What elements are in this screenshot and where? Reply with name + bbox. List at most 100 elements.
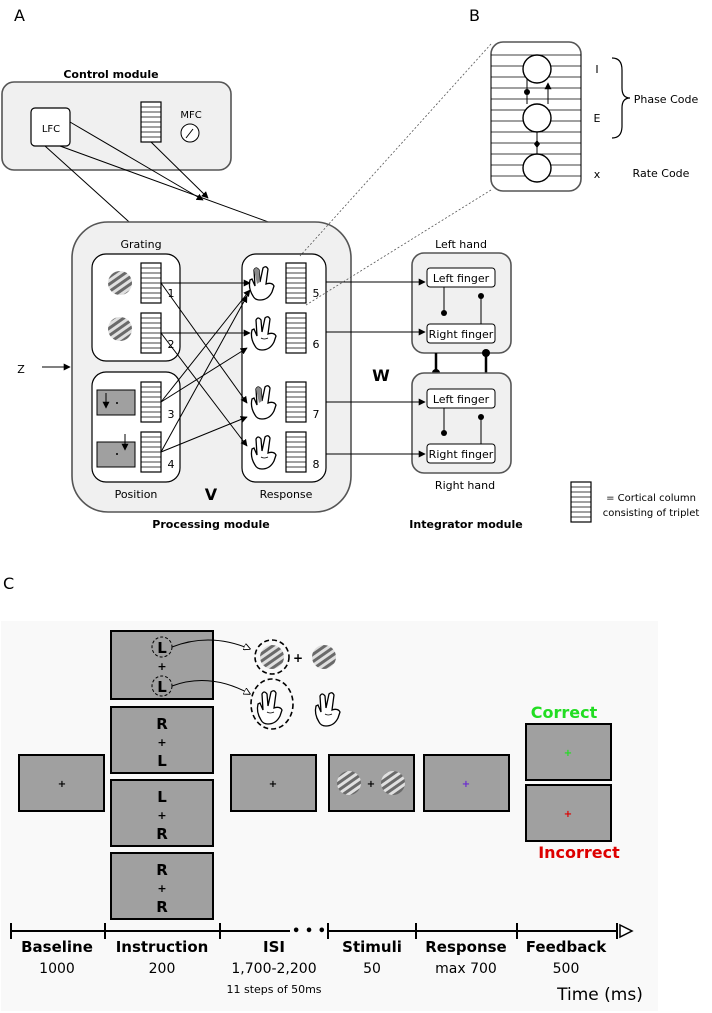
zoom-line-top [299, 43, 492, 257]
response-label: Response [260, 488, 313, 501]
grating-example-right [312, 645, 336, 669]
input-num-2: 2 [168, 338, 175, 351]
left-finger-label: Left finger [433, 393, 490, 406]
output-num-7: 7 [313, 408, 320, 421]
grating-label: Grating [120, 238, 161, 251]
feedback-incorrect-screen [525, 784, 612, 842]
v-connections [160, 279, 251, 453]
rate-code-label: Rate Code [633, 167, 690, 180]
feedback-correct-screen [525, 723, 612, 781]
stimulus-grating-left [337, 771, 361, 795]
lfc-to-grating-arrow [44, 145, 139, 231]
timeline-arrowhead [619, 923, 634, 939]
node-e-circle [522, 103, 552, 133]
right-finger-label: Right finger [429, 328, 494, 341]
phase-value: 1000 [39, 961, 75, 977]
legend-column-icon [570, 481, 592, 523]
z-label: Z [17, 363, 25, 376]
left-hand-right-finger-box [426, 323, 496, 344]
instruction-3-bottom: R [156, 825, 168, 843]
position-stimulus-right [96, 441, 136, 468]
instruction-3-plus: + [157, 809, 166, 822]
timeline-ellipsis: • • • [292, 924, 326, 939]
control-module-box [1, 81, 232, 171]
column-icon [140, 381, 162, 423]
right-hand-right-finger-box [426, 443, 496, 464]
phase-value: 1,700-2,200 [231, 961, 316, 977]
response-fixation: + [462, 779, 470, 790]
input-num-1: 1 [168, 287, 175, 300]
instruction-2-top: R [156, 715, 168, 733]
zoom-line-bottom [305, 189, 492, 306]
node-x-circle [522, 153, 552, 183]
lfc-box [30, 107, 71, 147]
column-icon [285, 262, 307, 304]
w-label: W [372, 366, 390, 385]
lfc-to-response-arrow [59, 145, 294, 233]
stimulus-grating-right [381, 771, 405, 795]
left-hand-left-finger-box [426, 267, 496, 288]
phase-name: Feedback [526, 938, 607, 956]
right-hand-label: Right hand [435, 479, 495, 492]
response-group-box [241, 253, 327, 483]
output-num-6: 6 [313, 338, 320, 351]
column-icon [140, 431, 162, 473]
position-label: Position [115, 488, 158, 501]
example-fixation: + [293, 651, 303, 665]
panel-label-b: B [469, 6, 480, 25]
processing-module-title: Processing module [152, 518, 269, 531]
instruction-screen-2 [110, 706, 214, 774]
instruction-left-arrow [171, 639, 250, 649]
input-num-3: 3 [168, 408, 175, 421]
mfc-column-icon [140, 101, 162, 143]
phase-code-label: Phase Code [634, 93, 699, 106]
left-finger-label: Left finger [433, 272, 490, 285]
baseline-screen [18, 754, 105, 812]
instruction-screen-1 [110, 630, 214, 700]
grating-example-left [260, 645, 284, 669]
legend-line2: consisting of triplet [603, 508, 700, 519]
isi-fixation: + [269, 779, 277, 790]
instruction-1-bottom: L [157, 678, 167, 696]
i-label: I [595, 63, 598, 76]
right-finger-label: Right finger [429, 448, 494, 461]
lfc-to-processing-arrow [69, 121, 204, 201]
phase-value: 500 [553, 961, 580, 977]
instruction-2-plus: + [157, 736, 166, 749]
phase-name: Baseline [21, 938, 93, 956]
incorrect-fixation: + [564, 809, 572, 820]
phase-name: Instruction [116, 938, 209, 956]
input-num-4: 4 [168, 458, 175, 471]
w-connections [326, 278, 426, 458]
timeline-axis [10, 923, 618, 939]
instruction-4-top: R [156, 861, 168, 879]
mfc-to-processing-arrow [150, 141, 209, 199]
v-label: V [205, 485, 218, 504]
column-icon [285, 381, 307, 423]
baseline-fixation: + [58, 779, 66, 790]
left-hand-label: Left hand [435, 238, 487, 251]
instruction-1-top: L [157, 639, 167, 657]
instruction-3-top: L [157, 788, 167, 806]
lfc-label: LFC [42, 124, 60, 135]
grating-stimulus-right [108, 317, 132, 341]
instruction-right-arrow [171, 680, 250, 694]
right-hand-left-finger-box [426, 388, 496, 409]
instruction-2-bottom: L [157, 752, 167, 770]
correct-fixation: + [564, 748, 572, 759]
instruction-screen-3 [110, 779, 214, 847]
correct-label: Correct [531, 703, 598, 722]
phase-name: Response [425, 938, 506, 956]
phase-name: Stimuli [342, 938, 402, 956]
node-i-circle [522, 54, 552, 84]
column-icon [140, 312, 162, 354]
column-icon [285, 312, 307, 354]
legend-line1: = Cortical column [606, 493, 696, 504]
control-module-title: Control module [63, 68, 158, 81]
stimuli-fixation: + [367, 779, 375, 790]
column-icon [140, 262, 162, 304]
integrator-module-title: Integrator module [409, 518, 522, 531]
phase-name: ISI [263, 938, 285, 956]
grating-stimulus-left [108, 271, 132, 295]
